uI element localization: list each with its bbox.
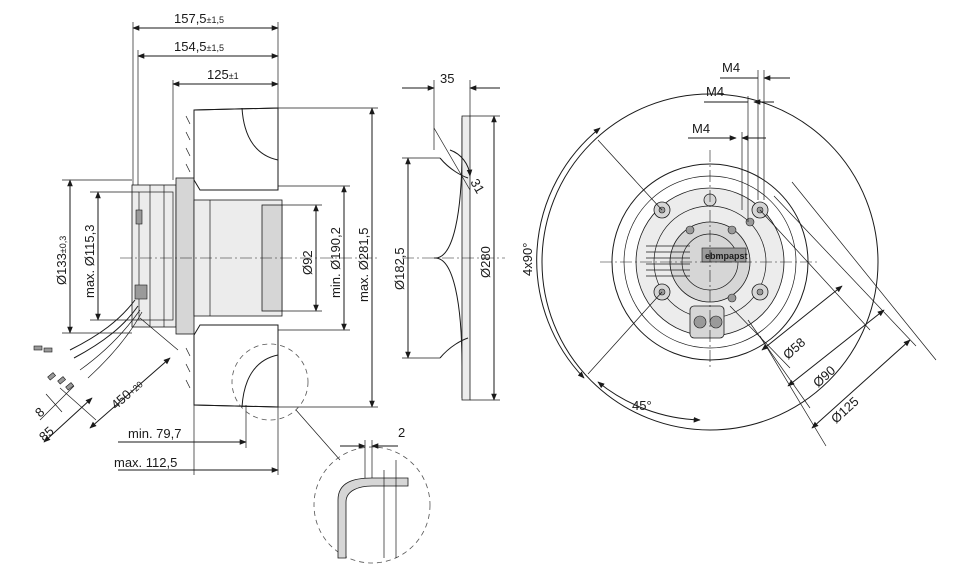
max-impeller-diameter-label: max. Ø281,5 [356, 228, 371, 302]
strip-85-label: 85 [36, 423, 57, 444]
min-depth-label: min. 79,7 [128, 426, 181, 441]
max-depth-label: max. 112,5 [114, 455, 177, 470]
inlet-ring-view [402, 80, 505, 401]
length-2-label: 154,5±1,5 [174, 39, 224, 54]
thread-label-1: M4 [722, 60, 740, 75]
thread-label-3: M4 [692, 121, 710, 136]
max-motor-diameter-label: max. Ø115,3 [82, 225, 97, 298]
strip-8-label: 8 [32, 404, 47, 420]
bolt-circle-125-label: Ø125 [828, 394, 862, 426]
bolt-circle-58-label: Ø58 [780, 335, 808, 363]
motor-diameter-label: Ø133±0,3 [54, 236, 69, 285]
ring-inner-diameter-label: Ø182,5 [392, 247, 407, 290]
pattern-angle-label: 4x90° [520, 243, 535, 276]
front-view: ebmpapst [536, 70, 937, 447]
offset-angle-label: 45° [632, 398, 652, 413]
overall-length-label: 157,5±1,5 [174, 11, 224, 26]
cable-length-label: 450+20 [108, 376, 146, 412]
side-view [33, 22, 378, 475]
min-inlet-diameter-label: min. Ø190,2 [328, 227, 343, 298]
ring-angle-label: 31 [467, 176, 487, 196]
detail-thickness-label: 2 [398, 425, 405, 440]
bolt-circle-90-label: Ø90 [810, 363, 838, 391]
thread-label-2: M4 [706, 84, 724, 99]
impeller-length-label: 125±1 [207, 67, 239, 82]
ring-width-label: 35 [440, 71, 454, 86]
logo-text: ebmpapst [705, 251, 748, 261]
ring-outer-diameter-label: Ø280 [478, 246, 493, 278]
hub-diameter-label: Ø92 [300, 250, 315, 275]
detail-view [313, 440, 431, 564]
